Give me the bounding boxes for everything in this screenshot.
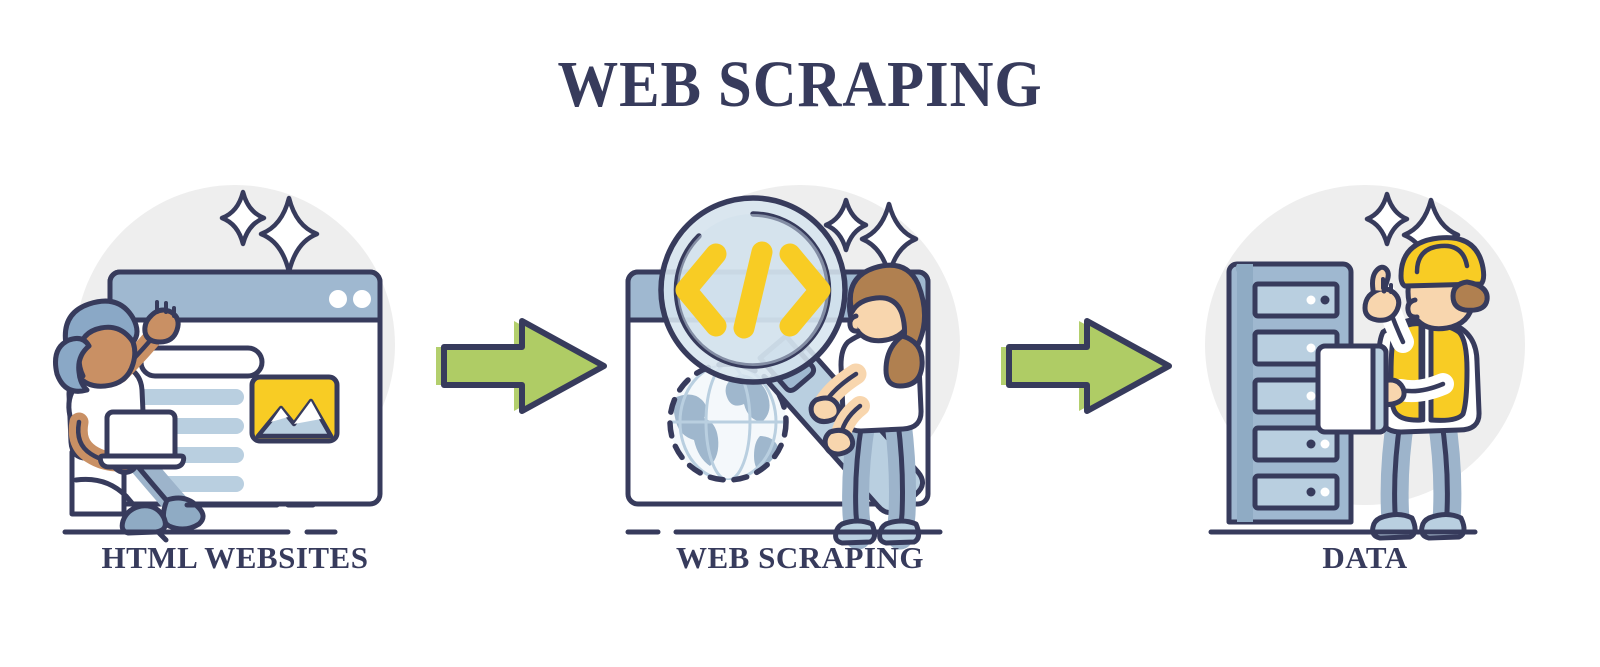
- server-led: [1306, 487, 1316, 497]
- stage-web-scraping: [610, 160, 990, 560]
- server-led: [1320, 295, 1330, 305]
- search-bar-field: [138, 345, 265, 379]
- server-led: [1306, 439, 1316, 449]
- server-led: [1320, 487, 1330, 497]
- window-dot: [353, 290, 371, 308]
- stage-data: [1175, 160, 1555, 560]
- server-led: [1306, 343, 1316, 353]
- worker-illustration: [1315, 235, 1490, 541]
- arrow-1-cell: [425, 160, 610, 560]
- person-seated-illustration: [53, 298, 206, 543]
- server-slot: [1252, 425, 1340, 463]
- arrow-right-icon: [435, 318, 607, 414]
- server-slot: [1252, 281, 1340, 319]
- server-rack-icon: [1226, 261, 1354, 525]
- server-led: [1320, 439, 1330, 449]
- server-led: [1306, 391, 1316, 401]
- server-slot: [1252, 473, 1340, 511]
- stage-row: [0, 160, 1600, 560]
- image-placeholder-icon: [249, 374, 340, 444]
- server-led: [1306, 295, 1316, 305]
- caption-html-websites: HTML WEBSITES: [101, 540, 369, 575]
- window-dot: [329, 290, 347, 308]
- page-title: WEB SCRAPING: [557, 48, 1043, 121]
- caption-row: HTML WEBSITES WEB SCRAPING DATA: [0, 540, 1600, 610]
- caption-web-scraping: WEB SCRAPING: [675, 540, 924, 575]
- arrow-right-icon: [1000, 318, 1172, 414]
- stage-html-websites: [45, 160, 425, 560]
- person-standing-illustration: [808, 262, 927, 550]
- code-symbol-icon: [675, 241, 831, 339]
- caption-data: DATA: [1322, 540, 1408, 575]
- arrow-2-cell: [990, 160, 1175, 560]
